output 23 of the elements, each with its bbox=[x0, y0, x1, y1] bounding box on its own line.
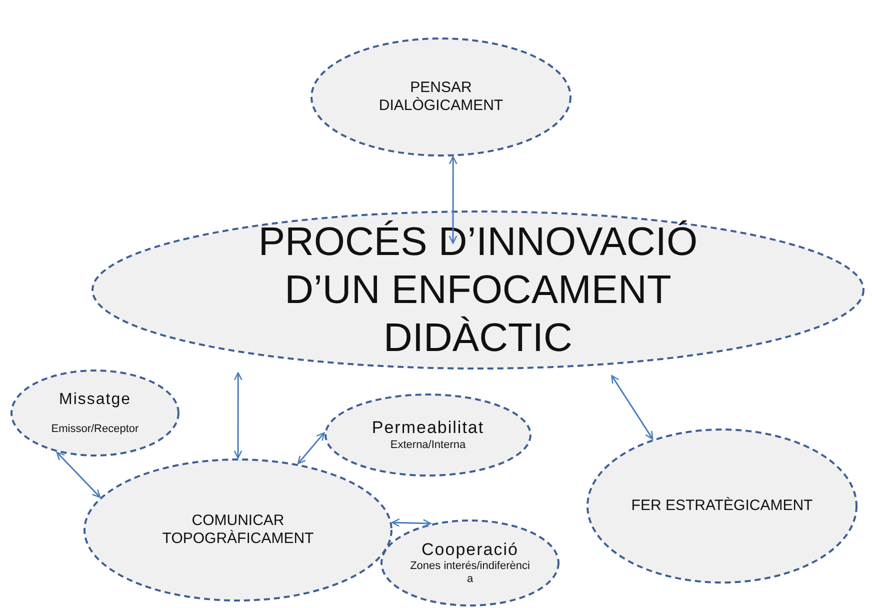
double-arrow bbox=[56, 452, 101, 498]
ellipse-node bbox=[91, 210, 865, 370]
ellipse-node bbox=[10, 369, 180, 457]
node-label: PROCÉS D’INNOVACIÓ D’UN ENFOCAMENT DIDÀCTIC bbox=[257, 219, 699, 362]
node-subtext: Externa/Interna bbox=[389, 438, 467, 452]
ellipse-node bbox=[586, 428, 858, 584]
node-label: FER ESTRATÈGICAMENT bbox=[630, 497, 814, 515]
double-arrow bbox=[234, 372, 242, 459]
node-subtext: Zones interés/indiferència bbox=[410, 560, 530, 586]
node-label: Cooperació bbox=[420, 540, 520, 560]
node-label: Permeabilitat bbox=[370, 418, 486, 439]
ellipse-node bbox=[83, 458, 393, 602]
double-arrow bbox=[392, 518, 432, 528]
ellipse-node bbox=[324, 393, 532, 477]
double-arrow bbox=[448, 156, 458, 244]
double-arrow bbox=[297, 432, 325, 464]
node-subtext: Emissor/Receptor bbox=[50, 423, 140, 436]
ellipse-node bbox=[310, 37, 572, 157]
node-label: Missatge bbox=[58, 390, 132, 409]
node-label: PENSAR DIALÒGICAMENT bbox=[378, 79, 504, 115]
node-label: COMUNICAR TOPOGRÀFICAMENT bbox=[161, 512, 315, 548]
double-arrow bbox=[611, 375, 654, 440]
ellipse-node bbox=[380, 519, 560, 607]
